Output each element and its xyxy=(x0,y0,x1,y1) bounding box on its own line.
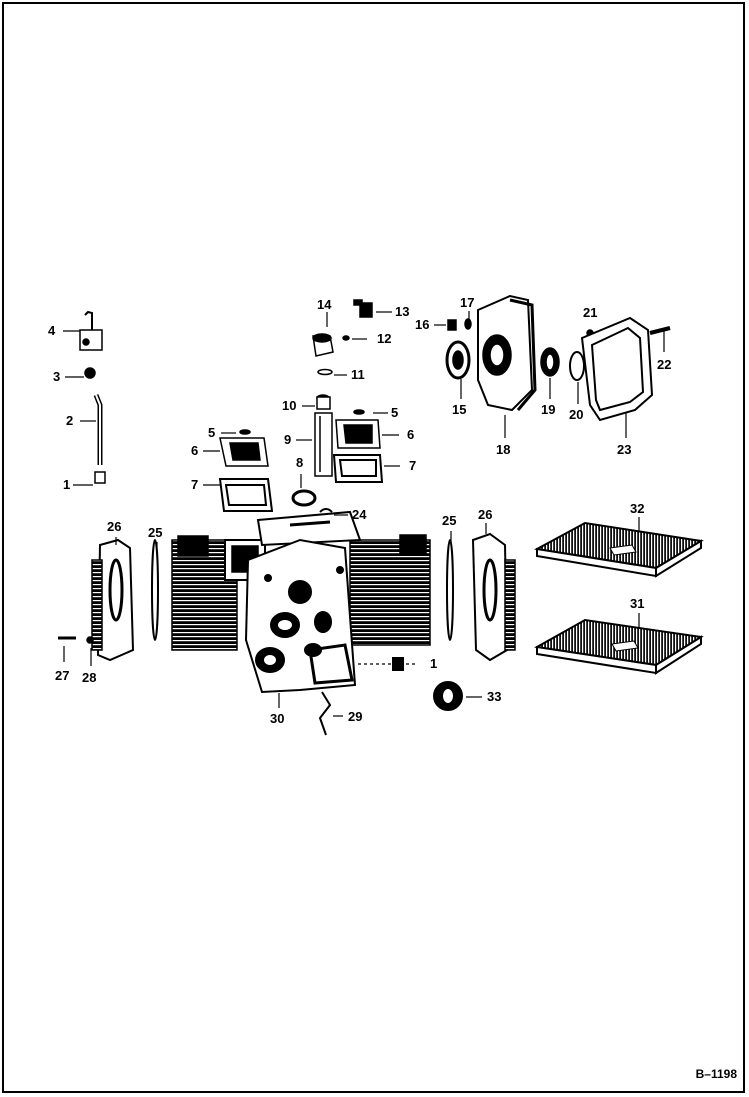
callout-9: 9 xyxy=(284,432,292,447)
callout-15: 15 xyxy=(452,402,467,417)
callout-10: 10 xyxy=(282,398,297,413)
callout-31: 31 xyxy=(630,596,645,611)
cylinder-head-left xyxy=(58,538,159,662)
dipstick-assembly xyxy=(79,310,106,484)
callout-30: 30 xyxy=(270,711,285,726)
screen-lower xyxy=(533,618,704,675)
gear-cover xyxy=(244,538,404,736)
callout-2: 2 xyxy=(66,413,74,428)
breather-parts xyxy=(291,299,373,513)
callout-18: 18 xyxy=(496,442,511,457)
callout-19: 19 xyxy=(541,402,556,417)
callout-12: 12 xyxy=(377,331,392,346)
callout-3: 3 xyxy=(53,369,61,384)
callout-5: 5 xyxy=(208,425,216,440)
crankcase-block xyxy=(171,510,431,651)
callout-25: 25 xyxy=(148,525,163,540)
callout-26: 26 xyxy=(478,507,493,522)
callout-6: 6 xyxy=(407,427,415,442)
callout-25: 25 xyxy=(442,513,457,528)
document-id: B–1198 xyxy=(695,1067,737,1081)
callout-29: 29 xyxy=(348,709,363,724)
callout-17: 17 xyxy=(460,295,475,310)
callout-1: 1 xyxy=(430,656,438,671)
leader-lines xyxy=(63,311,665,717)
callout-5: 5 xyxy=(391,405,399,420)
callout-24: 24 xyxy=(352,507,367,522)
callout-4: 4 xyxy=(48,323,56,338)
callout-7: 7 xyxy=(191,477,199,492)
valve-cover-left xyxy=(218,429,274,512)
callout-33: 33 xyxy=(487,689,502,704)
callout-22: 22 xyxy=(657,357,672,372)
callout-26: 26 xyxy=(107,519,122,534)
callout-14: 14 xyxy=(317,297,332,312)
callout-27: 27 xyxy=(55,668,70,683)
callout-11: 11 xyxy=(351,367,365,382)
callout-7: 7 xyxy=(409,458,417,473)
valve-cover-right xyxy=(332,409,384,483)
cylinder-head-right xyxy=(446,532,516,662)
callout-28: 28 xyxy=(82,670,97,685)
bearing-plate-assembly xyxy=(445,294,671,422)
callout-21: 21 xyxy=(583,305,598,320)
callout-23: 23 xyxy=(617,442,632,457)
callout-16: 16 xyxy=(415,317,430,332)
screen-upper xyxy=(533,521,704,578)
callout-32: 32 xyxy=(630,501,645,516)
seal xyxy=(433,681,463,711)
callout-13: 13 xyxy=(395,304,410,319)
callout-1: 1 xyxy=(63,477,71,492)
callout-6: 6 xyxy=(191,443,199,458)
callout-20: 20 xyxy=(569,407,584,422)
callout-8: 8 xyxy=(296,455,304,470)
